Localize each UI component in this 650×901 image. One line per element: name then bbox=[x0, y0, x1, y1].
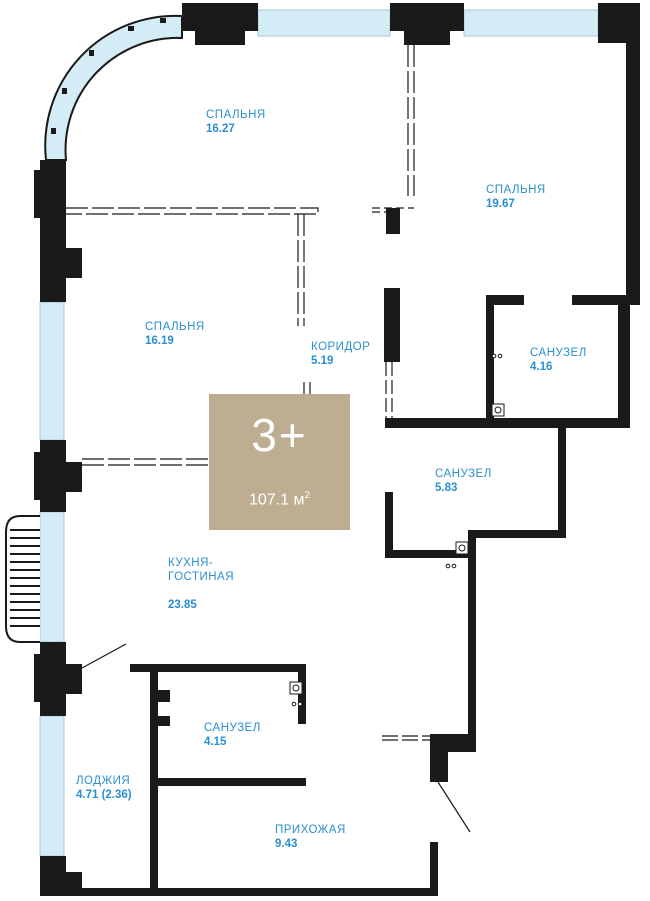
room-area: 9.43 bbox=[275, 838, 298, 850]
window-left-1 bbox=[39, 301, 65, 441]
room-area: 16.19 bbox=[145, 335, 174, 347]
total-area-unit-power: 2 bbox=[304, 490, 311, 501]
room-label-bedroom-1: СПАЛЬНЯ 16.27 bbox=[206, 108, 266, 136]
partitions bbox=[66, 45, 471, 833]
room-area: 19.67 bbox=[486, 198, 515, 210]
apartment-total-area: 107.1 м2 bbox=[209, 486, 350, 510]
room-label-bedroom-2: СПАЛЬНЯ 19.67 bbox=[486, 183, 546, 211]
room-name: САНУЗЕЛ bbox=[204, 722, 261, 734]
curved-window bbox=[44, 14, 183, 161]
room-label-bathroom-2: САНУЗЕЛ 5.83 bbox=[435, 467, 492, 495]
total-area-unit: м bbox=[293, 491, 305, 509]
room-area: 5.19 bbox=[311, 355, 334, 367]
window-left-3 bbox=[39, 715, 65, 857]
room-name: САНУЗЕЛ bbox=[435, 468, 492, 480]
room-label-loggia: ЛОДЖИЯ 4.71 (2.36) bbox=[76, 774, 132, 802]
room-name: СПАЛЬНЯ bbox=[145, 321, 205, 333]
room-name: КОРИДОР bbox=[311, 341, 371, 353]
room-label-corridor: КОРИДОР 5.19 bbox=[311, 340, 370, 368]
room-area: 16.27 bbox=[206, 123, 235, 135]
radiator bbox=[5, 515, 40, 643]
total-area-value: 107.1 bbox=[248, 491, 290, 509]
room-label-kitchen-living: КУХНЯ- ГОСТИНАЯ 23.85 bbox=[168, 542, 234, 626]
room-area: 4.16 bbox=[530, 361, 553, 373]
room-name: СПАЛЬНЯ bbox=[486, 184, 546, 196]
window-top-2 bbox=[463, 9, 599, 37]
room-area: 5.83 bbox=[435, 482, 458, 494]
window-top-1 bbox=[257, 9, 391, 37]
room-area: 23.85 bbox=[168, 599, 197, 611]
window-left-2 bbox=[39, 511, 65, 643]
room-name: СПАЛЬНЯ bbox=[206, 109, 266, 121]
walls bbox=[34, 3, 640, 896]
room-area: 4.15 bbox=[204, 736, 227, 748]
room-label-hallway: ПРИХОЖАЯ 9.43 bbox=[275, 823, 346, 851]
apartment-badge: 3+ 107.1 м2 bbox=[209, 394, 350, 530]
room-name: САНУЗЕЛ bbox=[530, 347, 587, 359]
fixtures bbox=[289, 353, 505, 707]
room-name: ЛОДЖИЯ bbox=[76, 775, 131, 787]
room-label-bathroom-1: САНУЗЕЛ 4.16 bbox=[530, 346, 587, 374]
room-label-bedroom-3: СПАЛЬНЯ 16.19 bbox=[145, 320, 205, 348]
room-name: ПРИХОЖАЯ bbox=[275, 824, 346, 836]
room-area: 4.71 (2.36) bbox=[76, 789, 132, 801]
room-label-bathroom-3: САНУЗЕЛ 4.15 bbox=[204, 721, 261, 749]
room-name: КУХНЯ- ГОСТИНАЯ bbox=[168, 557, 235, 583]
apartment-type: 3+ bbox=[251, 409, 308, 461]
